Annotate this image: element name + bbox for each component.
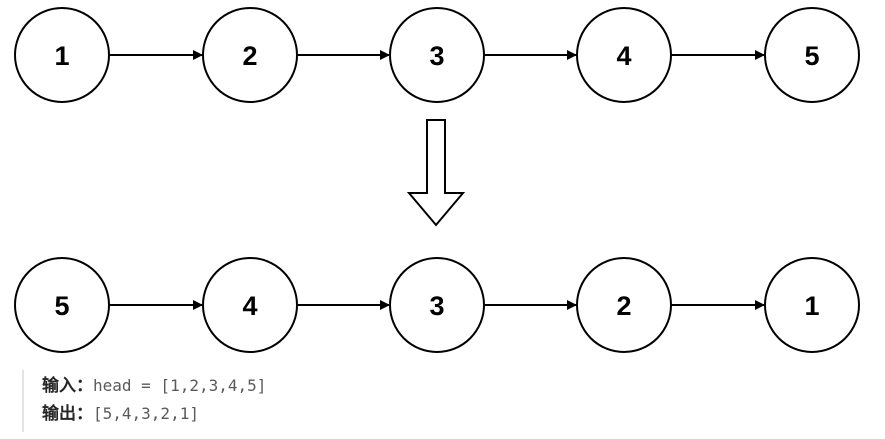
example-input-line: 输入：head = [1,2,3,4,5] <box>42 374 862 398</box>
reversed-list: 5 4 3 2 1 <box>14 257 860 353</box>
output-label: 输出： <box>42 404 93 424</box>
bottom-node-1: 5 <box>14 257 110 353</box>
input-label: 输入： <box>42 376 93 396</box>
top-node-circle <box>202 7 298 103</box>
reverse-arrow <box>406 119 466 227</box>
top-node-2: 2 <box>202 7 298 103</box>
top-node-circle <box>764 7 860 103</box>
top-node-value: 2 <box>242 41 257 71</box>
top-node-value: 3 <box>429 41 444 71</box>
bottom-node-circle <box>202 257 298 353</box>
top-node-value: 4 <box>616 41 631 71</box>
bottom-node-circle <box>576 257 672 353</box>
bottom-node-circle <box>764 257 860 353</box>
top-node-value: 5 <box>804 41 819 71</box>
bottom-node-value: 1 <box>804 291 819 321</box>
output-value: [5,4,3,2,1] <box>93 404 199 423</box>
bottom-node-2: 4 <box>202 257 298 353</box>
top-node-circle <box>14 7 110 103</box>
bottom-node-circle <box>14 257 110 353</box>
top-node-circle <box>576 7 672 103</box>
bottom-node-value: 4 <box>242 291 257 321</box>
example-output-line: 输出：[5,4,3,2,1] <box>42 402 862 426</box>
bottom-node-value: 3 <box>429 291 444 321</box>
top-node-4: 4 <box>576 7 672 103</box>
down-arrow-icon <box>406 119 466 227</box>
bottom-node-circle <box>389 257 485 353</box>
top-node-circle <box>389 7 485 103</box>
bottom-node-3: 3 <box>389 257 485 353</box>
example-block: 输入：head = [1,2,3,4,5] 输出：[5,4,3,2,1] <box>22 370 862 432</box>
input-value: head = [1,2,3,4,5] <box>93 376 267 395</box>
top-node-5: 5 <box>764 7 860 103</box>
linked-list-diagram: 1 2 3 4 5 5 4 3 2 1 <box>14 7 860 353</box>
original-list: 1 2 3 4 5 <box>14 7 860 103</box>
top-node-3: 3 <box>389 7 485 103</box>
bottom-node-value: 2 <box>616 291 631 321</box>
bottom-node-5: 1 <box>764 257 860 353</box>
top-node-1: 1 <box>14 7 110 103</box>
top-node-value: 1 <box>54 41 69 71</box>
bottom-node-value: 5 <box>54 291 69 321</box>
bottom-node-4: 2 <box>576 257 672 353</box>
